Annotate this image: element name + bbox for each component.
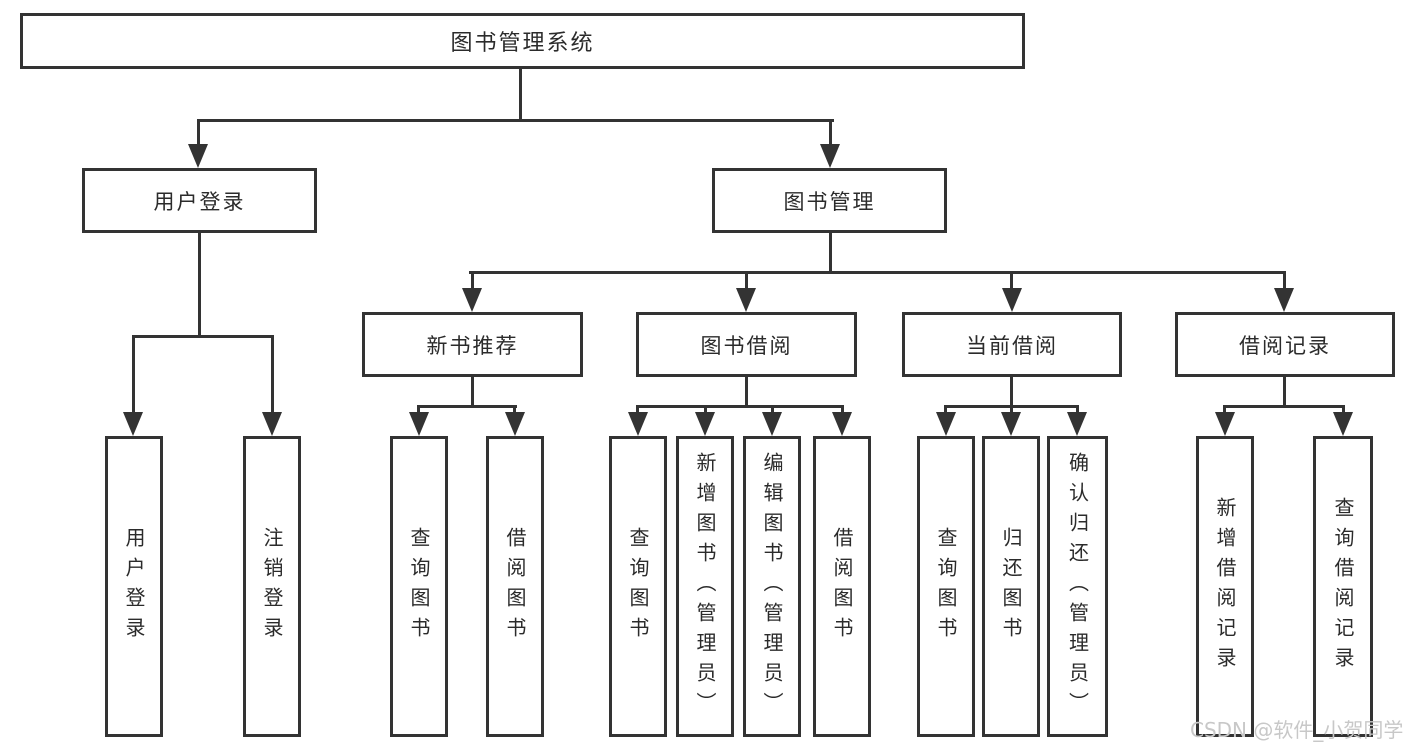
csdn-watermark: CSDN @软件_小贺同学	[1190, 718, 1404, 742]
connector-line	[829, 233, 832, 273]
node-label: 新书推荐	[426, 333, 519, 358]
connector-line	[1283, 271, 1286, 290]
node-label: 查询借阅记录	[1331, 496, 1355, 677]
node-current-borrowing: 当前借阅	[902, 312, 1122, 377]
connector-line	[197, 119, 834, 122]
arrow-down-icon	[409, 412, 429, 436]
node-label: 借阅图书	[830, 526, 854, 647]
connector-line	[1076, 405, 1079, 415]
node-label: 当前借阅	[966, 333, 1058, 358]
connector-line	[1283, 377, 1286, 407]
node-label: 图书借阅	[700, 333, 793, 358]
arrow-down-icon	[262, 412, 282, 436]
node-label: 借阅图书	[503, 526, 527, 647]
leaf-borrow-books: 借阅图书	[813, 436, 871, 737]
leaf-add-book-admin: 新增图书（管理员）	[676, 436, 734, 737]
connector-line	[1342, 405, 1345, 415]
leaf-return-books: 归还图书	[982, 436, 1040, 737]
connector-line	[1223, 405, 1345, 408]
arrow-down-icon	[820, 144, 840, 168]
node-label: 新增图书（管理员）	[693, 451, 717, 722]
arrow-down-icon	[1001, 412, 1021, 436]
arrow-down-icon	[1002, 288, 1022, 312]
arrow-down-icon	[505, 412, 525, 436]
arrow-down-icon	[1067, 412, 1087, 436]
leaf-add-borrow-record: 新增借阅记录	[1196, 436, 1254, 737]
connector-line	[771, 405, 774, 415]
leaf-borrow-books-recommend: 借阅图书	[486, 436, 544, 737]
connector-line	[417, 405, 420, 415]
arrow-down-icon	[736, 288, 756, 312]
connector-line	[271, 335, 274, 414]
node-label: 借阅记录	[1239, 333, 1331, 358]
connector-line	[198, 233, 201, 337]
arrow-down-icon	[462, 288, 482, 312]
connector-line	[841, 405, 844, 415]
connector-line	[636, 405, 844, 408]
node-label: 图书管理系统	[450, 31, 595, 56]
connector-line	[471, 377, 474, 407]
node-label: 新增借阅记录	[1213, 496, 1237, 677]
node-library-management-system: 图书管理系统	[20, 13, 1025, 69]
connector-line	[469, 271, 1286, 274]
leaf-confirm-return-admin: 确认归还（管理员）	[1047, 436, 1108, 737]
node-label: 归还图书	[999, 526, 1023, 647]
arrow-down-icon	[123, 412, 143, 436]
connector-line	[513, 405, 516, 415]
connector-line	[944, 405, 947, 415]
leaf-user-login: 用户登录	[105, 436, 163, 737]
arrow-down-icon	[695, 412, 715, 436]
node-label: 查询图书	[407, 526, 431, 647]
connector-line	[1010, 377, 1013, 407]
leaf-query-books-borrow: 查询图书	[609, 436, 667, 737]
connector-line	[471, 271, 474, 290]
connector-line	[132, 335, 274, 338]
arrow-down-icon	[832, 412, 852, 436]
node-new-book-recommendation: 新书推荐	[362, 312, 583, 377]
connector-line	[704, 405, 707, 415]
arrow-down-icon	[1274, 288, 1294, 312]
connector-line	[745, 271, 748, 290]
leaf-query-books-current: 查询图书	[917, 436, 975, 737]
arrow-down-icon	[1333, 412, 1353, 436]
arrow-down-icon	[1215, 412, 1235, 436]
arrow-down-icon	[762, 412, 782, 436]
arrow-down-icon	[936, 412, 956, 436]
node-label: 编辑图书（管理员）	[760, 451, 784, 722]
connector-line	[1010, 271, 1013, 290]
leaf-logout: 注销登录	[243, 436, 301, 737]
node-book-borrowing: 图书借阅	[636, 312, 857, 377]
connector-line	[1223, 405, 1226, 415]
leaf-query-books-recommend: 查询图书	[390, 436, 448, 737]
arrow-down-icon	[628, 412, 648, 436]
connector-line	[417, 405, 517, 408]
connector-line	[1010, 405, 1013, 415]
node-label: 用户登录	[122, 526, 146, 647]
node-label: 查询图书	[626, 526, 650, 647]
node-user-login: 用户登录	[82, 168, 317, 233]
connector-line	[745, 377, 748, 407]
connector-line	[829, 119, 832, 152]
node-label: 查询图书	[934, 526, 958, 647]
connector-line	[132, 335, 135, 414]
node-label: 确认归还（管理员）	[1065, 451, 1090, 722]
node-book-management: 图书管理	[712, 168, 947, 233]
connector-line	[519, 69, 522, 121]
connector-line	[636, 405, 639, 415]
connector-line	[197, 119, 200, 152]
node-borrowing-records: 借阅记录	[1175, 312, 1395, 377]
node-label: 用户登录	[153, 189, 246, 214]
node-label: 注销登录	[260, 526, 284, 647]
node-label: 图书管理	[783, 189, 876, 214]
leaf-query-borrow-record: 查询借阅记录	[1313, 436, 1373, 737]
arrow-down-icon	[188, 144, 208, 168]
leaf-edit-book-admin: 编辑图书（管理员）	[743, 436, 801, 737]
